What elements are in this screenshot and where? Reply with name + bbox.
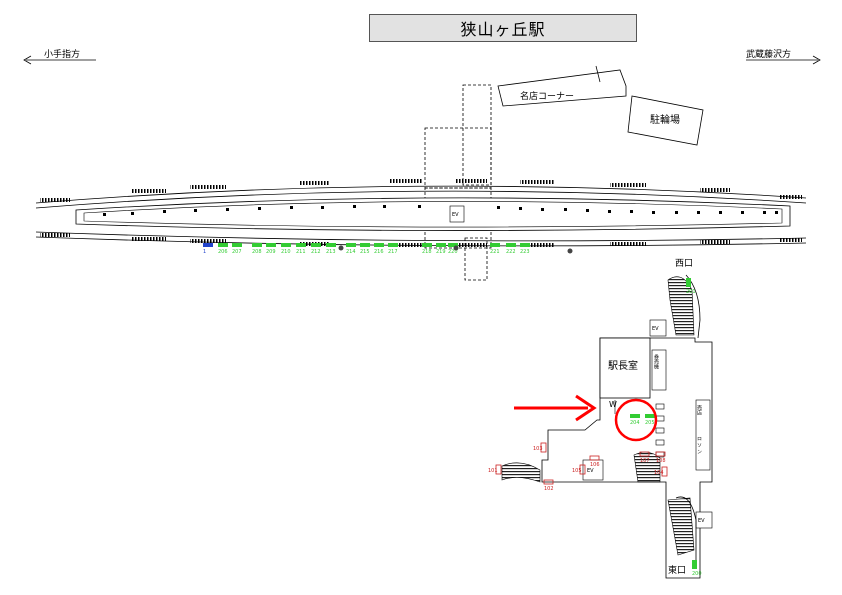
highlight [514, 394, 658, 442]
platform-sign-212-label: 212 [311, 249, 321, 255]
station-office-label: 駅長室 [608, 359, 638, 372]
concourse-sign-204 [630, 414, 640, 418]
concourse-sign-103-label: 103 [533, 446, 543, 452]
concourse-signs: 200 201 204 205 101 102 103 104 105 106 107 108 [488, 278, 702, 577]
concourse-sign-201 [686, 278, 691, 287]
kiosk-label: 売店 [696, 404, 702, 416]
bike-parking-label: 駐輪場 [650, 113, 680, 126]
concourse-sign-102 [543, 479, 554, 485]
direction-left-label: 小手指方 [44, 48, 80, 60]
platform-sign-223 [520, 243, 530, 247]
west-ev-label: EV [652, 326, 659, 332]
platform-sign-209 [266, 243, 276, 247]
direction-right: 武蔵藤沢方 [746, 48, 821, 65]
station-title: 狭山ヶ丘駅 [369, 14, 637, 42]
platform-sign-208 [252, 243, 262, 247]
concourse-sign-205-label: 205 [645, 420, 655, 426]
platform-sign-211-label: 211 [296, 249, 306, 255]
platform-sign-206-label: 206 [218, 249, 228, 255]
shelter-label: 券売機 [653, 353, 659, 370]
platform-sign-222-label: 222 [506, 249, 516, 255]
platform-sign-219 [436, 243, 446, 247]
concourse-sign-104-label: 104 [654, 470, 664, 476]
concourse-sign-106 [589, 455, 600, 461]
platform-sign-214-label: 214 [346, 249, 356, 255]
platform-sign-213-label: 213 [326, 249, 336, 255]
escalators [501, 274, 701, 560]
platform-sign-214 [346, 243, 356, 247]
platform-sign-211 [296, 243, 306, 247]
concourse-sign-106-label: 106 [590, 462, 600, 468]
concourse-sign-103 [540, 442, 547, 453]
platform-sign-217-label: 217 [388, 249, 398, 255]
concourse: 駅長室 券売機 EV 売店 ロ ソ ン W EV EV [541, 319, 713, 579]
platform-sign-210-label: 210 [281, 249, 291, 255]
direction-left: 小手指方 [23, 48, 96, 65]
platform-sign-223-label: 223 [520, 249, 530, 255]
platform-sign-216 [374, 243, 384, 247]
concourse-sign-108 [655, 451, 666, 457]
platform-sign-212 [311, 243, 321, 247]
platform-pillar-dot [567, 248, 573, 254]
platform-sign-215-label: 215 [360, 249, 370, 255]
concourse-sign-108-label: 108 [656, 458, 666, 464]
platform-pillar-dot [453, 245, 459, 251]
shop-corner-label: 名店コーナー [520, 90, 574, 102]
platform-sign-222 [506, 243, 516, 247]
platform-sign-220 [448, 243, 458, 247]
west-exit-label: 西口 [675, 258, 693, 269]
platform-pillar-dot [338, 245, 344, 251]
concourse-sign-107-label: 107 [640, 458, 650, 464]
concourse-sign-107 [639, 451, 650, 457]
platform-sign-220-label: 220 [448, 249, 458, 255]
highlight-arrow-head [575, 394, 597, 422]
concourse-sign-205 [645, 414, 655, 418]
platform-sign-221 [490, 243, 500, 247]
platform-sign-217 [388, 243, 398, 247]
platform-sign-216-label: 216 [374, 249, 384, 255]
concourse-ev-label: EV [587, 468, 594, 474]
w-label: W [609, 400, 617, 409]
east-ev-label: EV [698, 518, 705, 524]
concourse-sign-102-label: 102 [544, 486, 554, 492]
platform-sign-208-label: 208 [252, 249, 262, 255]
platform-sign-218 [422, 243, 432, 247]
platform-sign-207-label: 207 [232, 249, 242, 255]
platform-sign-blue-label: 1 [203, 249, 206, 255]
concourse-sign-204-label: 204 [630, 420, 640, 426]
platform-sign-210 [281, 243, 291, 247]
concourse-sign-104 [661, 466, 668, 477]
concourse-sign-105-label: 105 [572, 468, 582, 474]
platform-sign-219-label: 219 [436, 249, 446, 255]
concourse-sign-105 [579, 464, 586, 475]
platform-sign-215 [360, 243, 370, 247]
concourse-sign-200 [692, 560, 697, 569]
platform-signs: 1 206 207 208 209 210 211 212 213 214 215 216 217 218… [203, 243, 573, 255]
highlight-circle [614, 398, 658, 442]
concourse-sign-201-label: 201 [686, 289, 696, 295]
east-exit-label: 東口 [668, 564, 686, 576]
platform-sign-209-label: 209 [266, 249, 276, 255]
direction-right-label: 武蔵藤沢方 [746, 48, 791, 60]
platform-ev-label: EV [452, 212, 459, 218]
lawson-label: ロ ソ ン [696, 436, 702, 455]
shop-corner: 名店コーナー [497, 65, 627, 107]
concourse-sign-101-label: 101 [488, 468, 498, 474]
concourse-sign-101 [495, 464, 502, 475]
platform-sign-218-label: 218 [422, 249, 432, 255]
platform-sign-blue [203, 243, 213, 247]
platform-sign-206 [218, 243, 228, 247]
platform: EV [35, 179, 807, 247]
platform-sign-207 [232, 243, 242, 247]
platform-sign-213 [326, 243, 336, 247]
concourse-sign-200-label: 200 [692, 571, 702, 577]
platform-sign-221-label: 221 [490, 249, 500, 255]
bike-parking: 駐輪場 [627, 95, 704, 146]
